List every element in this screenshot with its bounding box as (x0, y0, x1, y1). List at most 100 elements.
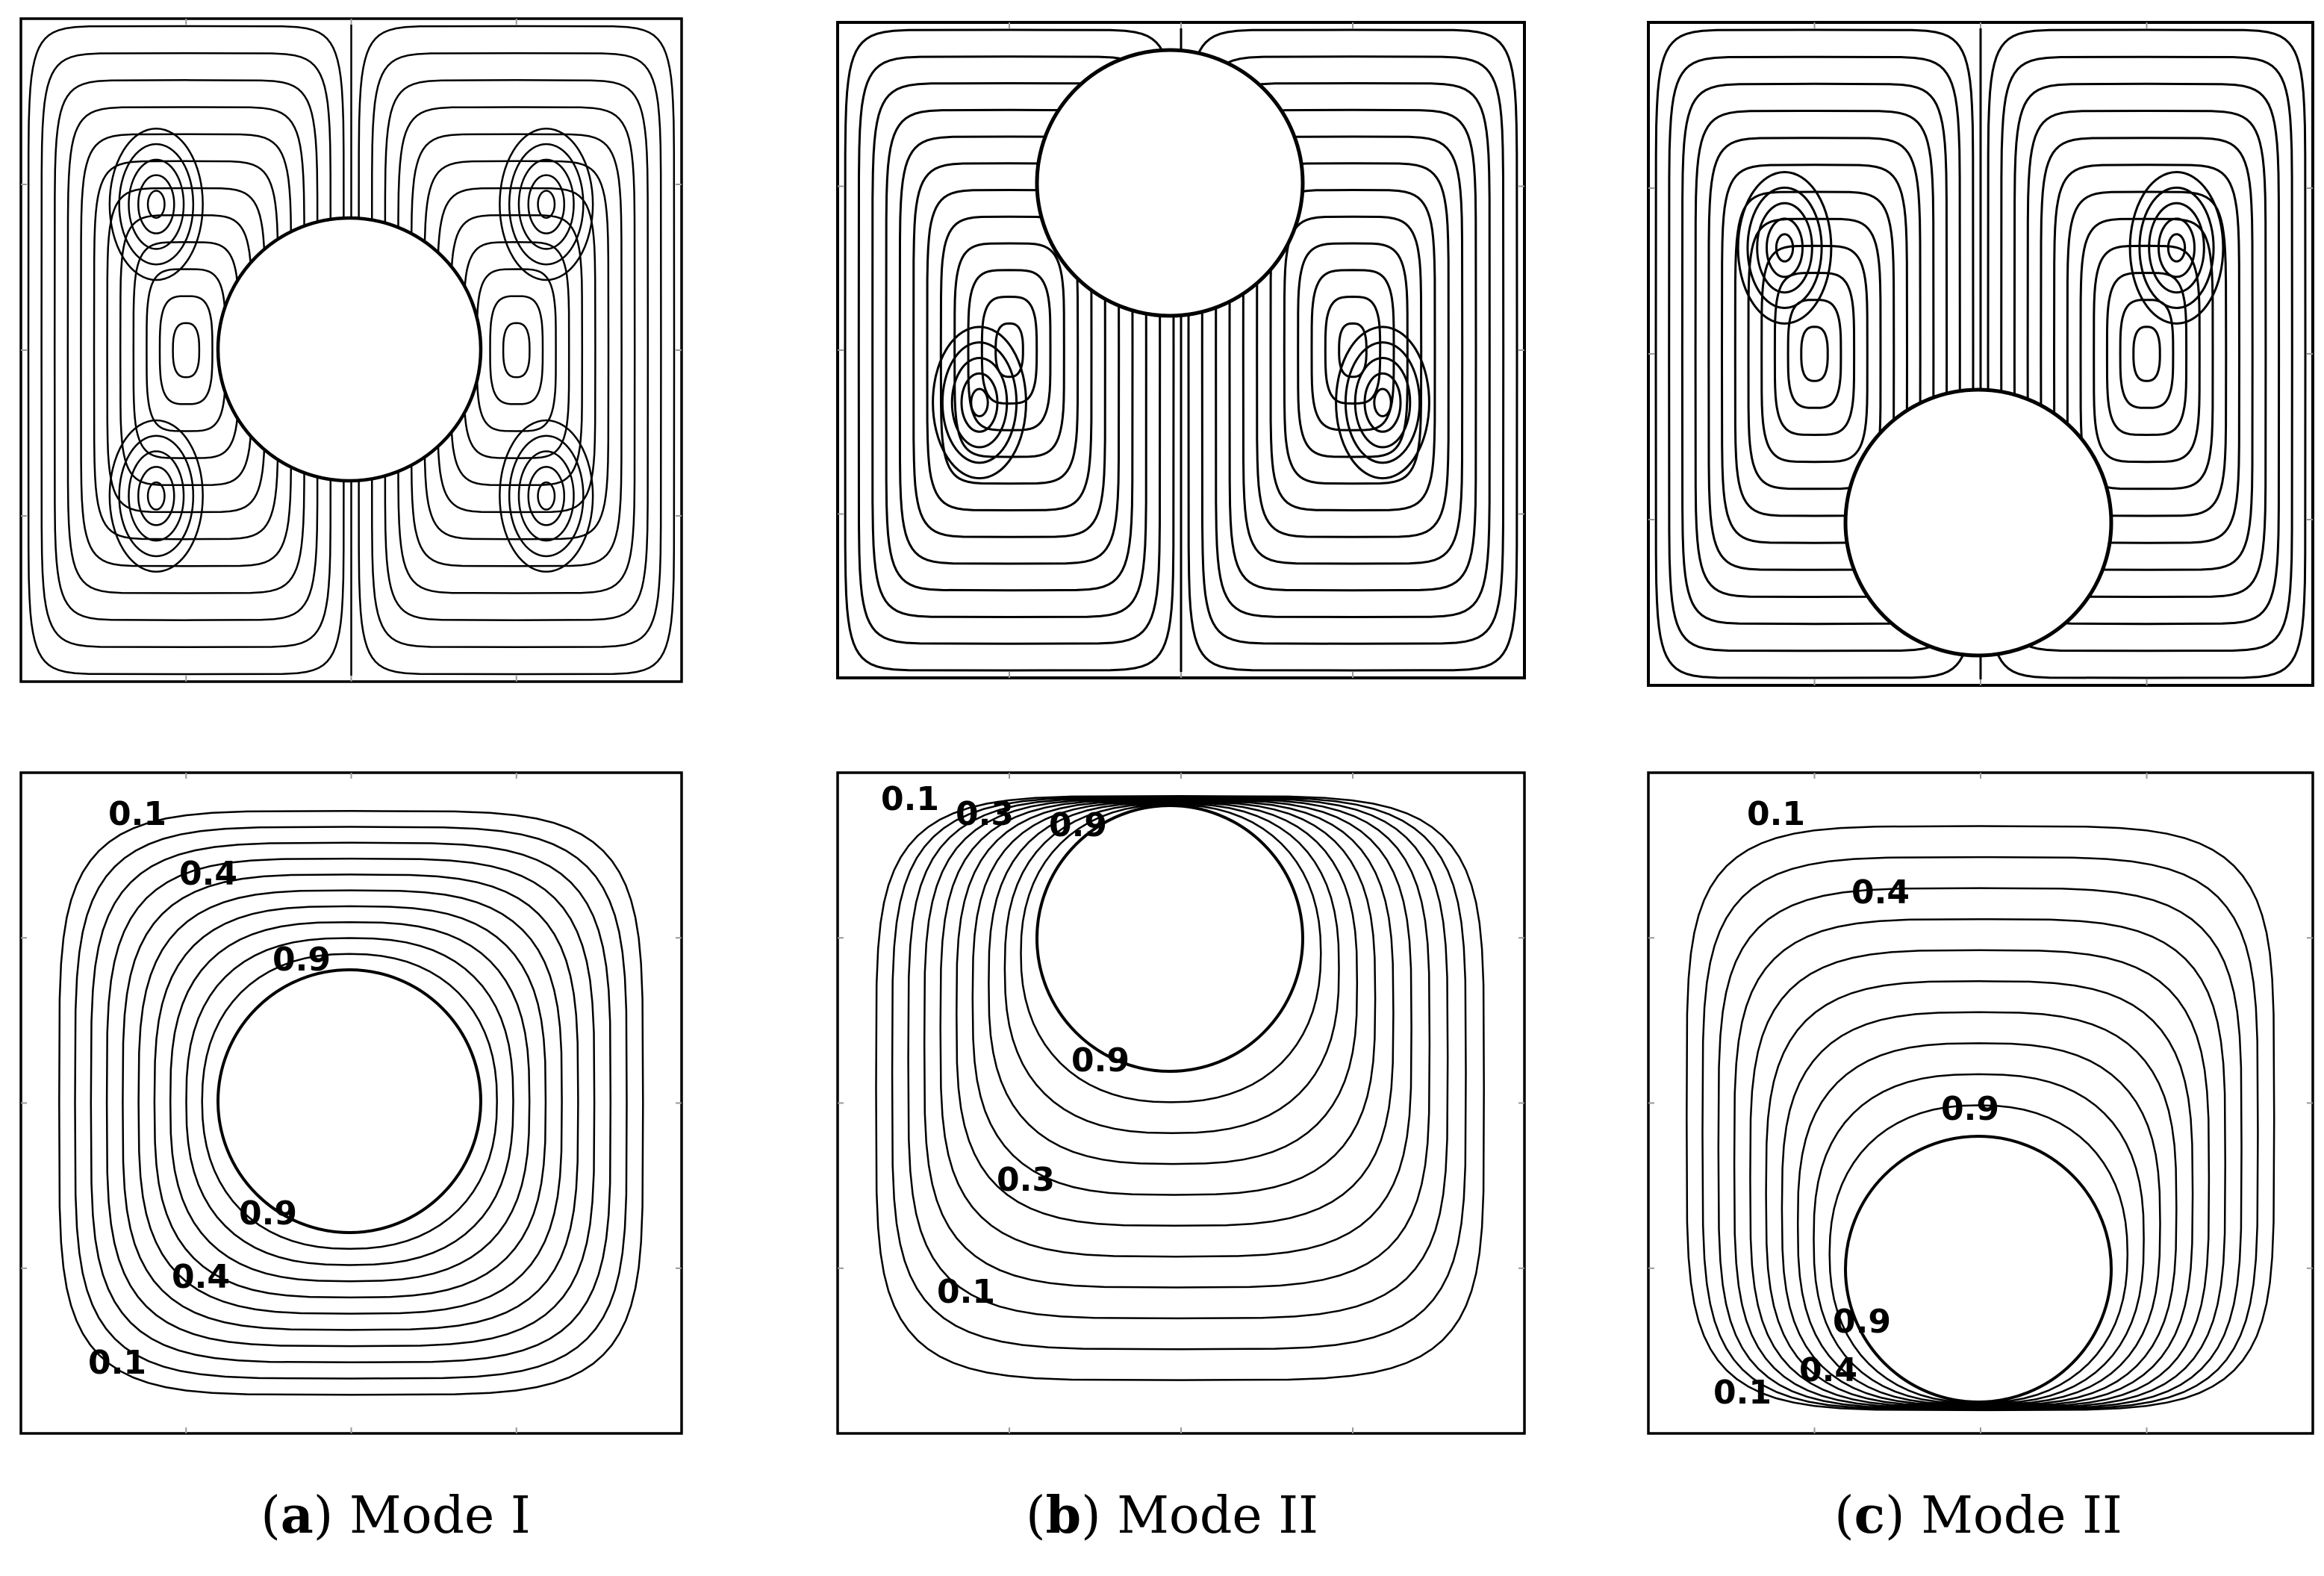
panel-c-cylinder (1843, 387, 2113, 658)
panel-a-vortex-right-1-4 (499, 419, 594, 573)
panel-a-isotherm-label-1: 0.4 (179, 855, 237, 893)
panel-a-vortex-left-0-1 (137, 174, 175, 234)
panel-c-isotherm-6 (1781, 1011, 2178, 1407)
panel-b-streamline-right-6 (1269, 188, 1436, 512)
panel-a-streamline-right-10 (489, 295, 544, 405)
panel-a-streamline-left-5 (93, 160, 279, 541)
panel-a-isotherm-5 (137, 889, 563, 1315)
panel-b-streamlines (836, 21, 1526, 679)
panel-a-vortex-right-1-3 (508, 435, 585, 558)
panel-b-isotherm-label-4: 0.3 (997, 1161, 1055, 1199)
caption-c-letter: c (1854, 1486, 1886, 1545)
panel-c-isotherm-4 (1749, 949, 2211, 1408)
panel-c-streamline-right-9 (2105, 271, 2188, 437)
panel-a-vortex-right-0-2 (517, 158, 575, 250)
panel-b-vortex-left-0-2 (950, 356, 1009, 449)
panel-c-streamline-right-7 (2079, 217, 2214, 490)
panel-b-isotherm-6 (971, 800, 1377, 1196)
panel-a-cylinder (216, 216, 483, 483)
panel-a-streamline-left-10 (158, 295, 214, 405)
panel-a-vortex-right-1-2 (517, 450, 575, 542)
panel-b-vortex-left-0-4 (932, 326, 1027, 480)
panel-a-vortex-left-1-1 (137, 466, 175, 526)
panel-c-isotherm-label-3: 0.9 (1833, 1303, 1891, 1341)
panel-c-isotherm-9 (1828, 1104, 2129, 1404)
panel-c-streamline-right-2 (2013, 82, 2281, 626)
panel-b-isotherm-label-5: 0.1 (937, 1273, 995, 1311)
panel-a-isotherm-label-2: 0.9 (272, 941, 331, 979)
panel-c-vortex-left-0-2 (1756, 202, 1813, 294)
panel-a-streamline-left-9 (146, 268, 227, 432)
panel-a-streamline-left-4 (80, 133, 293, 567)
panel-a-vortex-right-0-1 (527, 174, 565, 234)
panel-c-isotherm-3 (1733, 918, 2226, 1409)
panel-c-streamline-right-5 (2052, 163, 2241, 544)
panel-c-streamline-right-8 (2093, 244, 2201, 464)
panel-c-isotherm-label-4: 0.4 (1799, 1351, 1857, 1389)
panel-c-streamline-right-4 (2040, 137, 2254, 571)
panel-a-vortex-left-1-3 (118, 435, 195, 558)
panel-b-isotherm-label-3: 0.9 (1071, 1041, 1130, 1080)
panel-c-streamline-left-10 (1786, 299, 1842, 409)
caption-a-mode: Mode I (349, 1486, 531, 1545)
panel-a-isotherm-0 (58, 810, 644, 1396)
panel-c-isotherm-label-1: 0.4 (1851, 873, 1910, 912)
panel-b-vortex-right-0-3 (1344, 341, 1421, 464)
caption-c-mode: Mode II (1921, 1486, 2122, 1545)
panel-b-streamline-right-5 (1256, 162, 1450, 538)
panel-a-streamline-left-1 (40, 52, 332, 649)
panel-c-vortex-right-0-1 (2158, 217, 2196, 278)
panel-a-isotherm-label-3: 0.9 (239, 1195, 297, 1233)
panel-b-cylinder (1035, 804, 1304, 1073)
panel-b-vortex-right-0-4 (1335, 326, 1430, 480)
panel-b-isotherm-9 (1020, 803, 1322, 1103)
panel-b-vortex-right-0-0 (1373, 387, 1392, 417)
panel-c-vortex-right-0-2 (2148, 202, 2205, 294)
panel-a-isotherm-label-5: 0.1 (88, 1344, 146, 1382)
panel-a-isotherm-8 (185, 937, 514, 1266)
panel-b-streamline-left-11 (994, 322, 1024, 379)
panel-c-streamline-right-10 (2119, 299, 2175, 409)
panel-b-vortex-left-0-1 (960, 372, 999, 433)
panel-c-streamline-right-0 (1987, 28, 2307, 679)
panel-b-isotherm-4 (939, 799, 1412, 1258)
panel-b-isotherm-8 (1003, 803, 1340, 1134)
panel-a-streamline-left-0 (27, 25, 345, 676)
panel-c-isotherm-label-2: 0.9 (1941, 1090, 1999, 1128)
panel-c-isotherm-label-5: 0.1 (1713, 1374, 1772, 1412)
panel-b-isotherm-label-2: 0.9 (1049, 806, 1107, 844)
panel-c-isotherm-7 (1796, 1042, 2161, 1406)
panel-c-isotherm-label-0: 0.1 (1747, 795, 1805, 833)
panel-c-isotherm-0 (1686, 825, 2275, 1412)
panel-c-streamline-left-0 (1654, 28, 1975, 679)
panel-b-streamline-right-9 (1310, 269, 1395, 432)
panel-b-vortex-left-0-0 (970, 387, 989, 417)
panel-c-isotherm-1 (1701, 856, 2259, 1411)
panel-a-vortex-left-0-2 (128, 158, 185, 250)
panel-b-vortex-left-0-3 (941, 341, 1018, 464)
panel-b-streamline-left-8 (953, 242, 1065, 458)
caption-a: (a) Mode I (261, 1486, 531, 1545)
panel-c-isotherm-8 (1813, 1073, 2145, 1405)
panel-a-isotherm-6 (153, 905, 547, 1299)
panel-b-streamline-right-8 (1297, 242, 1409, 458)
panel-b-isotherm-0 (875, 795, 1485, 1381)
panel-c-vortex-left-0-0 (1775, 233, 1795, 263)
caption-c: (c) Mode II (1834, 1486, 2122, 1545)
panel-a-vortex-right-0-4 (499, 127, 594, 281)
panel-b-isotherm-label-0: 0.1 (881, 780, 939, 818)
panel-c-vortex-left-0-1 (1766, 217, 1804, 278)
panel-a-isotherm-3 (105, 857, 596, 1348)
caption-b-mode: Mode II (1117, 1486, 1318, 1545)
panel-a-isotherm-label-4: 0.4 (172, 1258, 230, 1296)
panel-a-isotherm-9 (201, 953, 498, 1250)
panel-a-vortex-left-0-0 (146, 190, 166, 219)
panel-c-cylinder (1844, 1135, 2113, 1404)
panel-b-isotherm-7 (988, 801, 1359, 1165)
panel-a-vortex-left-0-3 (118, 143, 195, 266)
panel-b-cylinder (1035, 48, 1305, 318)
panel-a-isotherm-2 (90, 841, 612, 1364)
panel-a-streamlines (19, 17, 683, 683)
panel-b-isotherm-5 (956, 800, 1395, 1227)
